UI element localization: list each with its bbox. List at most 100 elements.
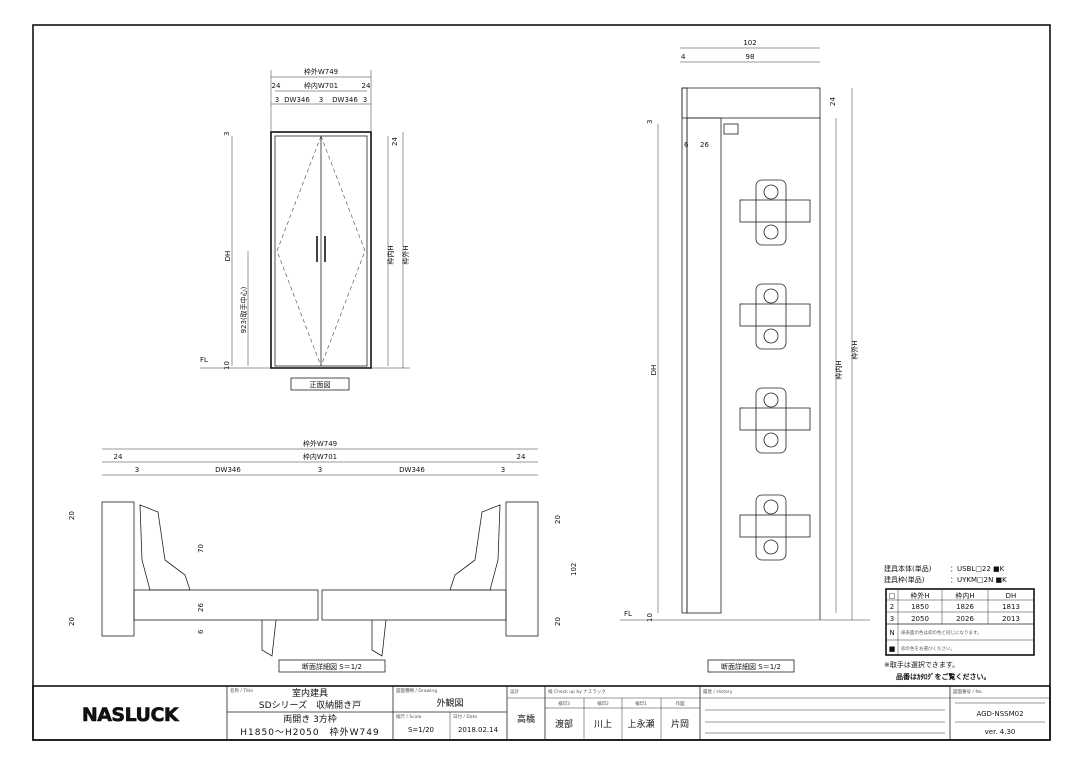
label-text: H1850〜H2050 枠外W749 (240, 726, 379, 738)
label-text: 検 Check up by ナスラック (548, 688, 606, 695)
title-block: NASLUCK 名称 / Title 室内建具 SDシリーズ 収納開き戸 両開き… (32, 685, 1051, 741)
label-text: 縮尺 / Scale (396, 713, 422, 720)
plan-section: 枠外W749 枠内W701 24 24 3 DW346 3 DW346 3 20… (68, 439, 578, 673)
drawing-type: 外観図 (436, 697, 463, 709)
drawing-line (101, 501, 135, 637)
label-text: ver. 4.30 (985, 728, 1016, 736)
label-text: 3 (223, 132, 231, 136)
label-text: 高橋 (517, 713, 535, 725)
drawing-line (320, 135, 366, 367)
drawing-line (739, 387, 811, 454)
label-text: 図面番号 / No. (953, 688, 983, 695)
label-text: 枠内H (955, 591, 974, 600)
label-text: DW346 (399, 466, 425, 474)
drawing-line (723, 123, 739, 135)
drawing-line (261, 619, 277, 657)
label-text: 設計 (510, 688, 519, 695)
label-text: S=1/20 (408, 726, 434, 734)
label-text: 3 (646, 120, 654, 124)
drawing-line (755, 494, 787, 561)
drawing-line (763, 392, 779, 408)
label-text: 2013 (1002, 615, 1020, 623)
label-text: 2026 (956, 615, 974, 623)
label-text: 建具本体(単品) (884, 564, 932, 573)
side-section-label: 断面詳細図 S＝1/2 (721, 662, 781, 671)
label-text: 24 (362, 82, 371, 90)
drawing-line (707, 659, 795, 673)
label-text: DH (224, 251, 232, 262)
label-text: 24 (114, 453, 123, 461)
drawing-line (763, 499, 779, 515)
label-text: 2050 (911, 615, 929, 623)
label-text: 20 (554, 617, 562, 626)
sheet-border (32, 24, 1051, 741)
drawing-number: AGD-NSSM02 (976, 710, 1023, 718)
label-text: ※取手は選択できます。 (884, 660, 959, 669)
drawing-line (321, 589, 507, 621)
label-text: 20 (554, 515, 562, 524)
label-text: 98 (746, 53, 755, 61)
label-text: 図面種類 / Drawing (396, 687, 437, 694)
label-text: 枠内H (386, 245, 395, 264)
drawing-line (133, 589, 319, 621)
label-text: DW346 (284, 96, 310, 104)
nasluck-logo: NASLUCK (82, 704, 180, 726)
label-text: 6 (684, 141, 689, 149)
drawing-line (290, 377, 350, 391)
plan-section-label: 断面詳細図 S＝1/2 (302, 662, 362, 671)
label-text: 3 (319, 96, 323, 104)
drawing-line: □ 枠外H 枠内H DH 2 1850 1826 1813 3 2050 202… (889, 591, 1020, 653)
label-text: DW346 (215, 466, 241, 474)
drawing-line (763, 328, 779, 344)
label-text: 2018.02.14 (458, 726, 499, 734)
label-text: DW346 (332, 96, 358, 104)
label-text: DH (650, 365, 658, 376)
label-text: 3 (135, 466, 139, 474)
drawing-line (755, 387, 787, 454)
label-text: SDシリーズ 収納開き戸 (259, 699, 361, 711)
label-text: 枠の色をお選びください。 (901, 645, 955, 652)
drawing-line (139, 504, 191, 591)
drawing-line (739, 283, 811, 350)
label-text: 24 (272, 82, 281, 90)
drawing-line (763, 224, 779, 240)
label-text: 枠内H (834, 360, 843, 379)
front-view-label: 正面図 (310, 381, 331, 389)
drawing-line (686, 117, 722, 614)
label-text: 扉表面の色は枠の色と同じになります。 (901, 629, 982, 636)
label-text: 川上 (594, 719, 612, 730)
label-text: 1850 (911, 603, 929, 611)
label-text: 渡部 (555, 718, 573, 730)
front-elevation: 枠外W749 枠内W701 24 24 3 DW346 3 DW346 3 DH… (200, 67, 410, 391)
drawing-line (276, 135, 322, 367)
label-text: 片岡 (671, 718, 689, 730)
label-text: 4 (681, 53, 686, 61)
label-text: 検印1 (635, 700, 647, 707)
drawing-line (739, 514, 811, 538)
label-text: 室内建具 (292, 687, 328, 699)
drawing-line (739, 303, 811, 327)
label-text: 26 (700, 141, 709, 149)
label-text: 枠外H (401, 245, 410, 264)
label-text: 品番はｶﾀﾛｸﾞをご覧ください。 (896, 672, 991, 681)
label-text: N (889, 629, 894, 637)
label-text: 枠外H (910, 591, 929, 600)
drawing-line (739, 199, 811, 223)
drawing-line (739, 179, 811, 246)
drawing-line (449, 504, 501, 591)
label-text: 検印3 (558, 700, 570, 707)
label-text: 10 (646, 613, 654, 622)
label-text: 70 (197, 544, 205, 553)
drawing-line (371, 619, 387, 657)
label-text: 検印2 (597, 700, 609, 707)
label-text: 1813 (1002, 603, 1020, 611)
drawing-line (278, 659, 386, 673)
label-text: 923(取手中心) (239, 286, 248, 333)
label-text: 3 (501, 466, 505, 474)
label-text: FL (624, 610, 632, 618)
drawing-line (32, 685, 1051, 741)
label-text: 枠外W749 (303, 439, 337, 448)
spec-block: 建具本体(単品) ：USBL□22 ■K 建具枠(単品) ：UYKM□2N ■K… (884, 564, 1035, 681)
label-text: ：UYKM□2N ■K (950, 576, 1007, 584)
